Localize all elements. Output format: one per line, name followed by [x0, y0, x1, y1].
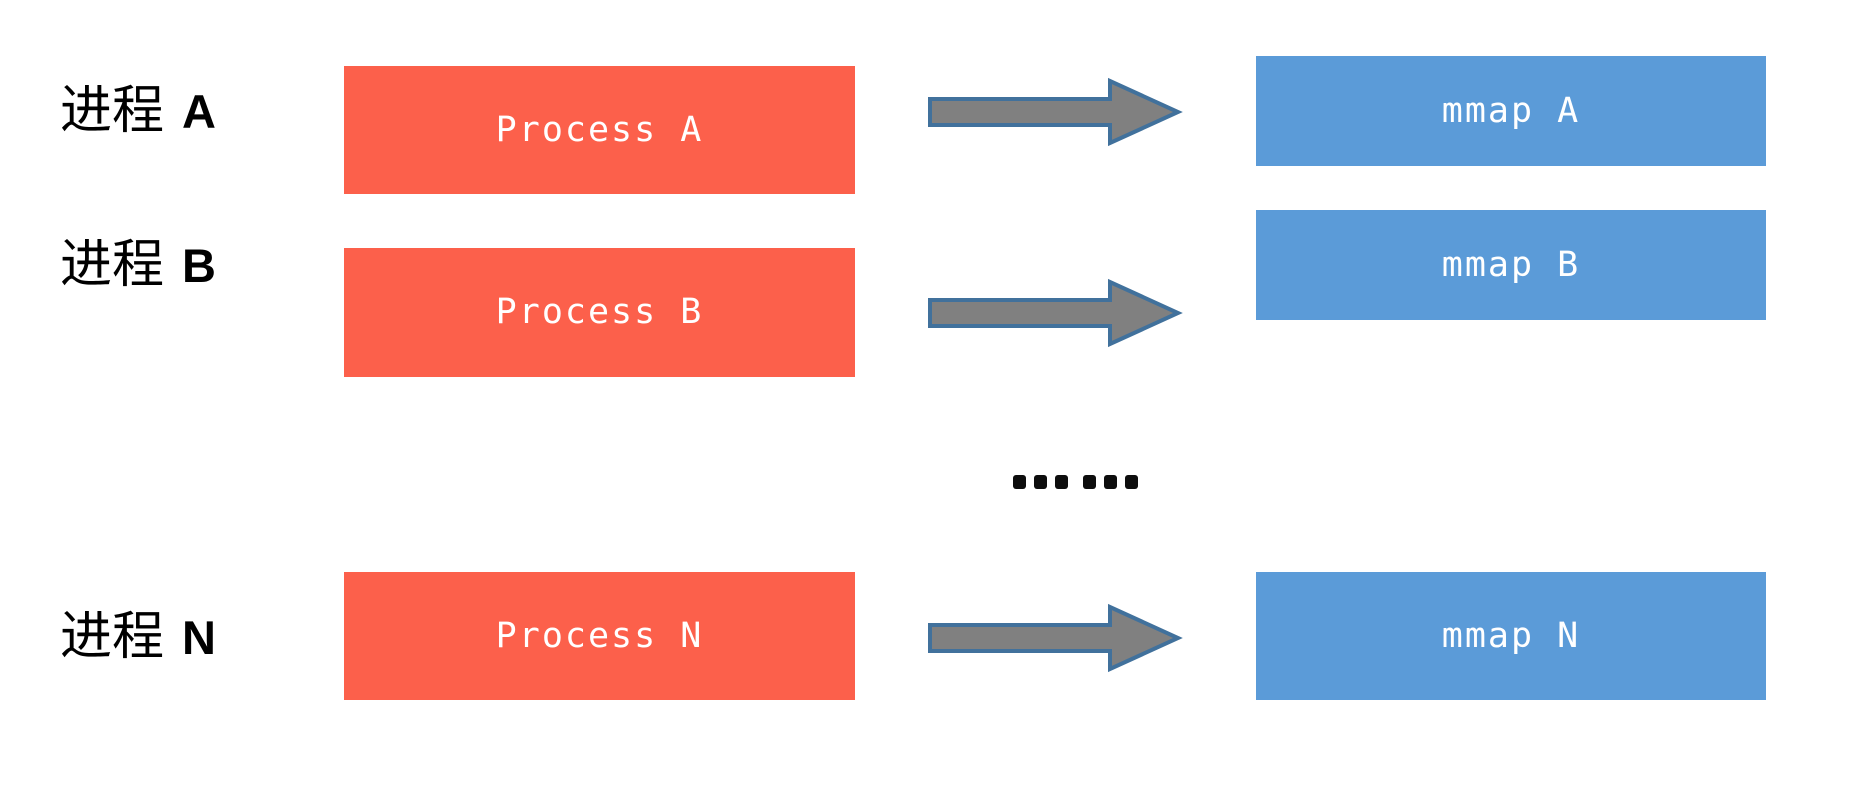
process-box-a-label: Process A [495, 109, 704, 150]
row-label-a: 进程 A [60, 74, 330, 148]
arrow-b [928, 278, 1183, 348]
mmap-box-a-label: mmap A [1441, 90, 1581, 131]
mmap-box-b-label: mmap B [1441, 244, 1581, 285]
arrow-right-icon [928, 278, 1183, 348]
ellipsis-dot [1104, 475, 1117, 489]
arrow-right-icon [928, 77, 1183, 147]
process-box-n: Process N [344, 572, 855, 700]
mmap-box-n: mmap N [1256, 572, 1766, 700]
mmap-box-n-label: mmap N [1441, 615, 1581, 656]
row-label-b-suffix: B [182, 238, 216, 292]
row-label-b-cjk: 进程 [60, 235, 165, 295]
process-box-n-label: Process N [495, 615, 704, 656]
row-label-a-cjk: 进程 [60, 81, 165, 141]
process-box-b-label: Process B [495, 292, 704, 332]
ellipsis-dot [1055, 475, 1068, 489]
arrow-n [928, 603, 1183, 673]
row-label-n-cjk: 进程 [60, 607, 165, 667]
ellipsis-dot [1083, 475, 1096, 489]
ellipsis-dot [1125, 475, 1138, 489]
mmap-box-a: mmap A [1256, 56, 1766, 166]
row-label-n-suffix: N [182, 610, 216, 664]
row-label-a-suffix: A [182, 84, 216, 138]
mmap-box-b: mmap B [1256, 210, 1766, 320]
arrow-right-icon [928, 603, 1183, 673]
process-box-a: Process A [344, 66, 855, 194]
ellipsis-dot [1034, 475, 1047, 489]
row-label-b: 进程 B [60, 228, 330, 302]
process-box-b: Process B [344, 248, 855, 377]
ellipsis-dot [1013, 475, 1026, 489]
arrow-a [928, 77, 1183, 147]
row-label-n: 进程 N [60, 600, 330, 674]
ellipsis-dots [1013, 472, 1138, 492]
